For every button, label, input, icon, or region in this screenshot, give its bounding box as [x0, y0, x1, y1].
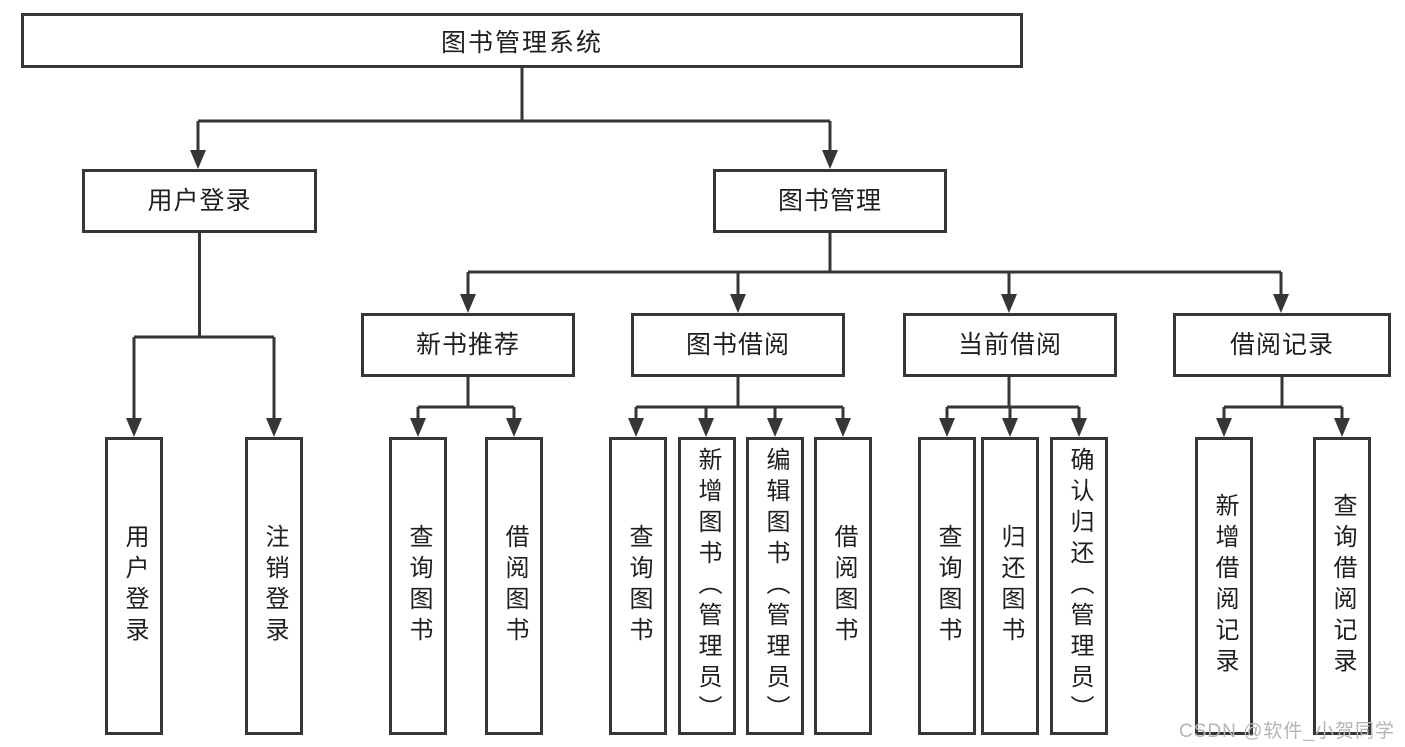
node-label: 编辑图书（管理员） [762, 446, 789, 726]
leaf-query-borrow-record: 查询借阅记录 [1313, 437, 1371, 735]
leaf-user-login: 用户登录 [105, 437, 163, 735]
node-label: 图书管理系统 [440, 28, 603, 57]
leaf-add-borrow-record: 新增借阅记录 [1195, 437, 1253, 735]
leaf-query-books-current: 查询图书 [918, 437, 976, 735]
node-label: 用户登录 [121, 524, 148, 648]
node-label: 新增借阅记录 [1211, 493, 1238, 679]
node-book-borrowing: 图书借阅 [631, 313, 845, 377]
node-current-borrowing: 当前借阅 [903, 313, 1117, 377]
leaf-query-books-recommend: 查询图书 [389, 437, 447, 735]
node-label: 归还图书 [997, 524, 1024, 648]
node-label: 借阅图书 [501, 524, 528, 648]
node-label: 图书借阅 [685, 330, 790, 359]
node-label: 借阅图书 [830, 524, 857, 648]
watermark: CSDN @软件_小贺同学 [1179, 721, 1395, 742]
node-label: 查询图书 [625, 524, 652, 648]
leaf-borrow-books-recommend: 借阅图书 [485, 437, 543, 735]
leaf-borrow-books: 借阅图书 [814, 437, 872, 735]
node-label: 新增图书（管理员） [694, 446, 721, 726]
node-label: 查询图书 [934, 524, 961, 648]
node-label: 当前借阅 [957, 330, 1062, 359]
leaf-confirm-return-admin: 确认归还（管理员） [1050, 437, 1108, 735]
node-new-book-recommend: 新书推荐 [361, 313, 575, 377]
node-label: 用户登录 [147, 186, 252, 215]
node-borrow-records: 借阅记录 [1173, 313, 1391, 377]
node-label: 确认归还（管理员） [1066, 446, 1093, 726]
leaf-query-books-borrow: 查询图书 [609, 437, 667, 735]
node-library-management-system: 图书管理系统 [21, 13, 1023, 68]
node-label: 查询图书 [405, 524, 432, 648]
leaf-logout: 注销登录 [245, 437, 303, 735]
node-label: 图书管理 [777, 186, 882, 215]
node-label: 新书推荐 [415, 330, 520, 359]
node-user-login: 用户登录 [82, 169, 317, 233]
node-label: 查询借阅记录 [1329, 493, 1356, 679]
leaf-add-books-admin: 新增图书（管理员） [678, 437, 736, 735]
leaf-edit-books-admin: 编辑图书（管理员） [746, 437, 804, 735]
node-label: 注销登录 [261, 524, 288, 648]
leaf-return-books: 归还图书 [981, 437, 1039, 735]
node-label: 借阅记录 [1229, 330, 1334, 359]
node-book-management: 图书管理 [713, 169, 947, 233]
